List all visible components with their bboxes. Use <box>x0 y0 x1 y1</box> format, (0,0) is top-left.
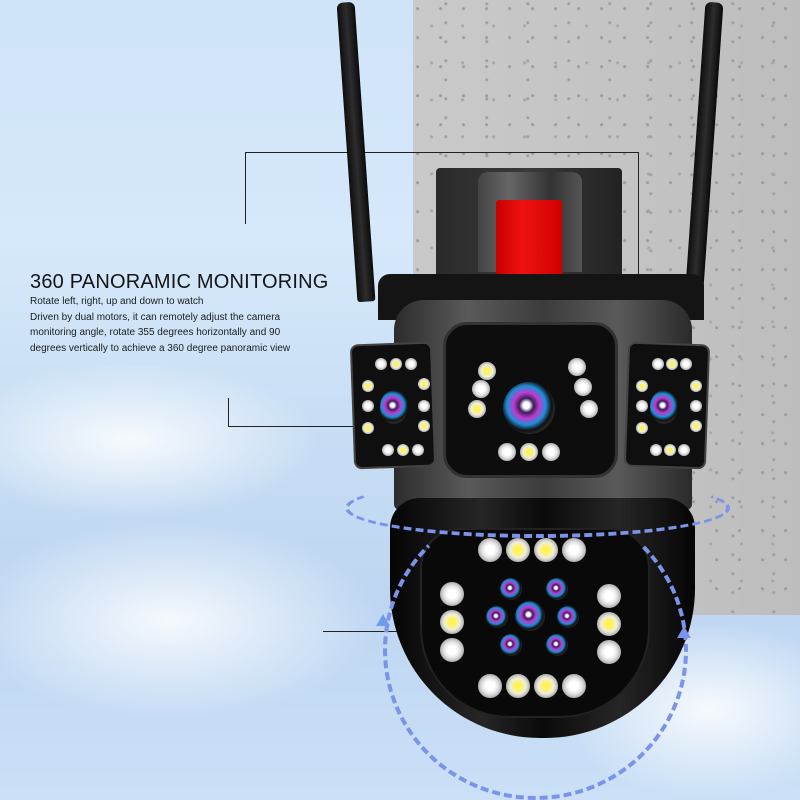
led <box>568 358 586 376</box>
leader-line-top-left-drop <box>245 152 246 224</box>
left-camera-lens <box>380 390 408 424</box>
led <box>636 422 648 434</box>
led <box>542 443 560 461</box>
led <box>418 400 430 412</box>
center-camera-lens <box>503 382 555 434</box>
led <box>362 400 374 412</box>
feature-line-3: monitoring angle, rotate 355 degrees hor… <box>30 327 281 338</box>
led <box>418 378 430 390</box>
led <box>472 380 490 398</box>
leader-line-top-right-drop <box>638 152 639 362</box>
led <box>650 444 662 456</box>
led <box>418 420 430 432</box>
led <box>690 400 702 412</box>
led <box>680 358 692 370</box>
cloud <box>0 520 380 720</box>
led <box>390 358 402 370</box>
led <box>690 380 702 392</box>
cloud <box>0 360 320 520</box>
feature-line-2: Driven by dual motors, it can remotely a… <box>30 311 281 323</box>
leader-line-mid <box>228 426 378 427</box>
led <box>397 444 409 456</box>
led <box>375 358 387 370</box>
leader-line-mid-drop <box>228 398 229 426</box>
led <box>580 400 598 418</box>
led <box>664 444 676 456</box>
vertical-rotation-arrow <box>383 500 688 800</box>
led <box>666 358 678 370</box>
led <box>412 444 424 456</box>
led <box>405 358 417 370</box>
feature-title: 360 PANORAMIC MONITORING <box>30 271 329 293</box>
led <box>362 380 374 392</box>
arrow-head-icon <box>677 626 691 638</box>
led <box>478 362 496 380</box>
led <box>468 400 486 418</box>
led <box>498 443 516 461</box>
led <box>636 400 648 412</box>
led <box>382 444 394 456</box>
leader-line-top <box>245 152 638 153</box>
led <box>574 378 592 396</box>
led <box>636 380 648 392</box>
feature-line-4: degrees vertically to achieve a 360 degr… <box>30 342 291 354</box>
red-mount-clip <box>496 200 562 280</box>
right-camera-lens <box>650 390 678 424</box>
feature-line-1: Rotate left, right, up and down to watch <box>30 296 204 307</box>
arrow-head-icon <box>376 614 390 626</box>
led <box>652 358 664 370</box>
led <box>362 422 374 434</box>
led <box>678 444 690 456</box>
led <box>520 443 538 461</box>
led <box>690 420 702 432</box>
feature-callout: 360 PANORAMIC MONITORING Rotate left, ri… <box>30 270 350 356</box>
